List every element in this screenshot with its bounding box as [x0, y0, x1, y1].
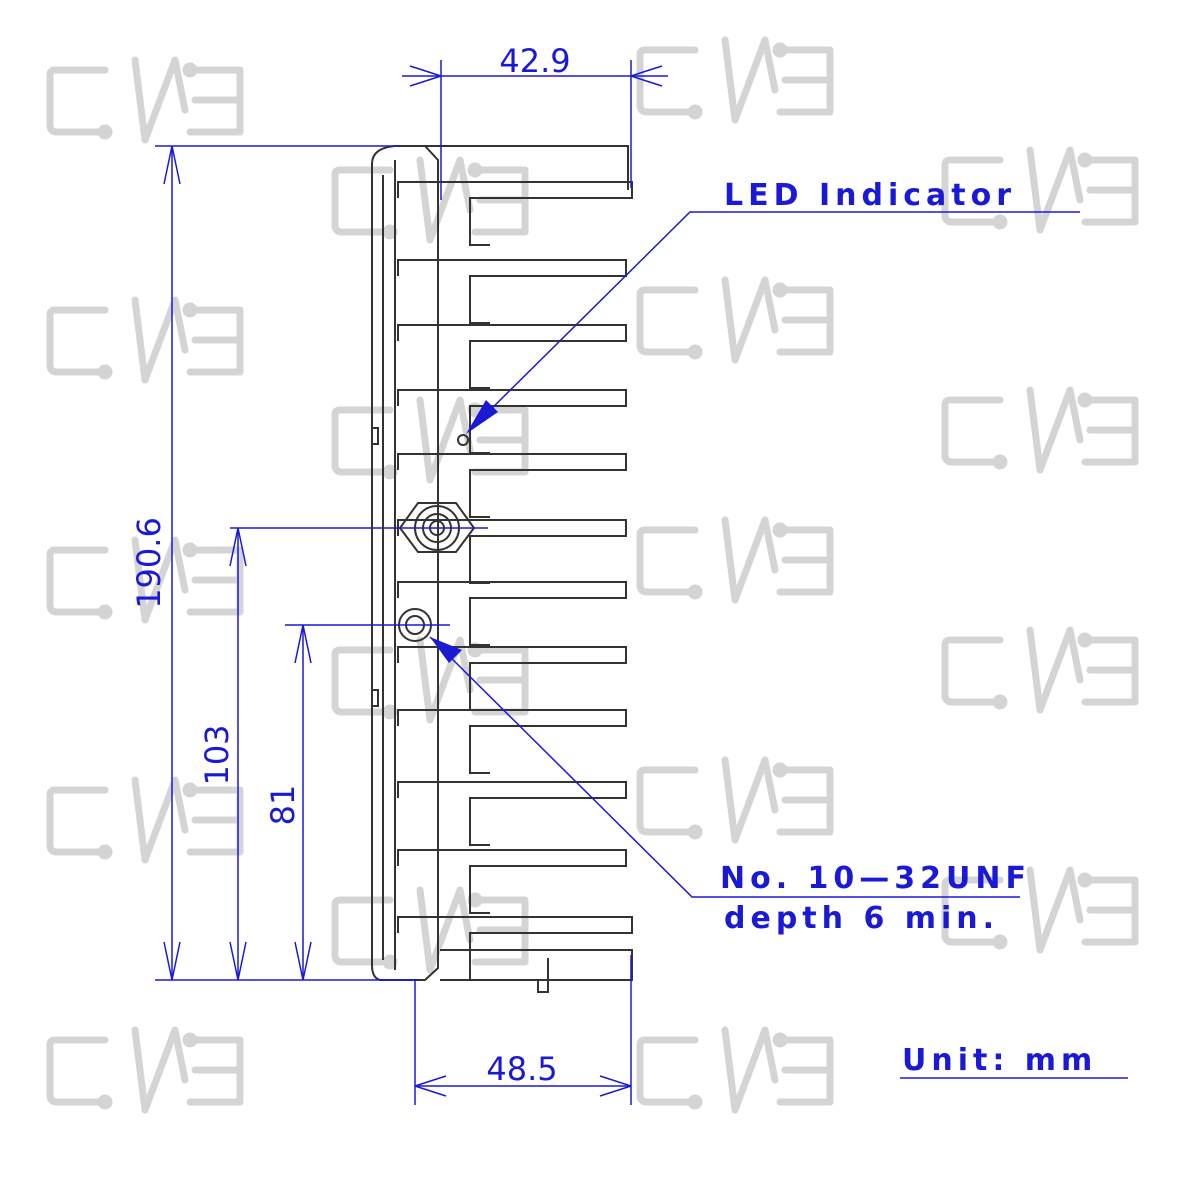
callout-led-indicator: LED Indicator — [724, 178, 1016, 213]
callout-thread-depth: depth 6 min. — [724, 901, 999, 936]
watermark-logo — [46, 536, 244, 624]
fin — [397, 389, 627, 454]
fin — [397, 181, 633, 246]
watermark-logo — [941, 146, 1139, 234]
fin — [397, 781, 627, 846]
leader-arrowheads — [430, 400, 498, 663]
watermark-logo — [636, 1026, 834, 1114]
led-indicator — [457, 434, 469, 446]
dim-bottom-width: 48.5 — [486, 1050, 557, 1088]
dim-hole-height: 81 — [264, 785, 302, 826]
watermark-logo — [941, 866, 1139, 954]
dim-top-width: 42.9 — [499, 42, 570, 80]
fin — [397, 259, 627, 324]
watermark-logo — [46, 296, 244, 384]
fin — [397, 324, 627, 389]
watermark-logo — [46, 1026, 244, 1114]
watermark-logo — [331, 886, 529, 974]
watermark-logos — [46, 36, 1139, 1114]
watermark-logo — [331, 156, 529, 244]
watermark-logo — [46, 776, 244, 864]
watermark-logo — [636, 756, 834, 844]
watermark-logo — [941, 386, 1139, 474]
callout-thread-spec: No. 10—32UNF — [720, 861, 1031, 896]
watermark-logo — [46, 56, 244, 144]
heatsink-side-view — [371, 145, 633, 993]
unit-label: Unit: mm — [902, 1043, 1097, 1078]
fin — [397, 709, 627, 774]
dimension-lines — [155, 60, 1128, 1105]
watermark-logo — [941, 626, 1139, 714]
dim-overall-height: 190.6 — [130, 517, 168, 609]
fin — [397, 849, 627, 914]
watermark-logo — [636, 516, 834, 604]
fin — [397, 453, 627, 518]
dim-mid-height: 103 — [198, 724, 236, 785]
fin — [397, 581, 627, 646]
watermark-logo — [331, 636, 529, 724]
watermark-logo — [636, 36, 834, 124]
cooling-fins — [397, 181, 633, 981]
watermark-logo — [636, 276, 834, 364]
